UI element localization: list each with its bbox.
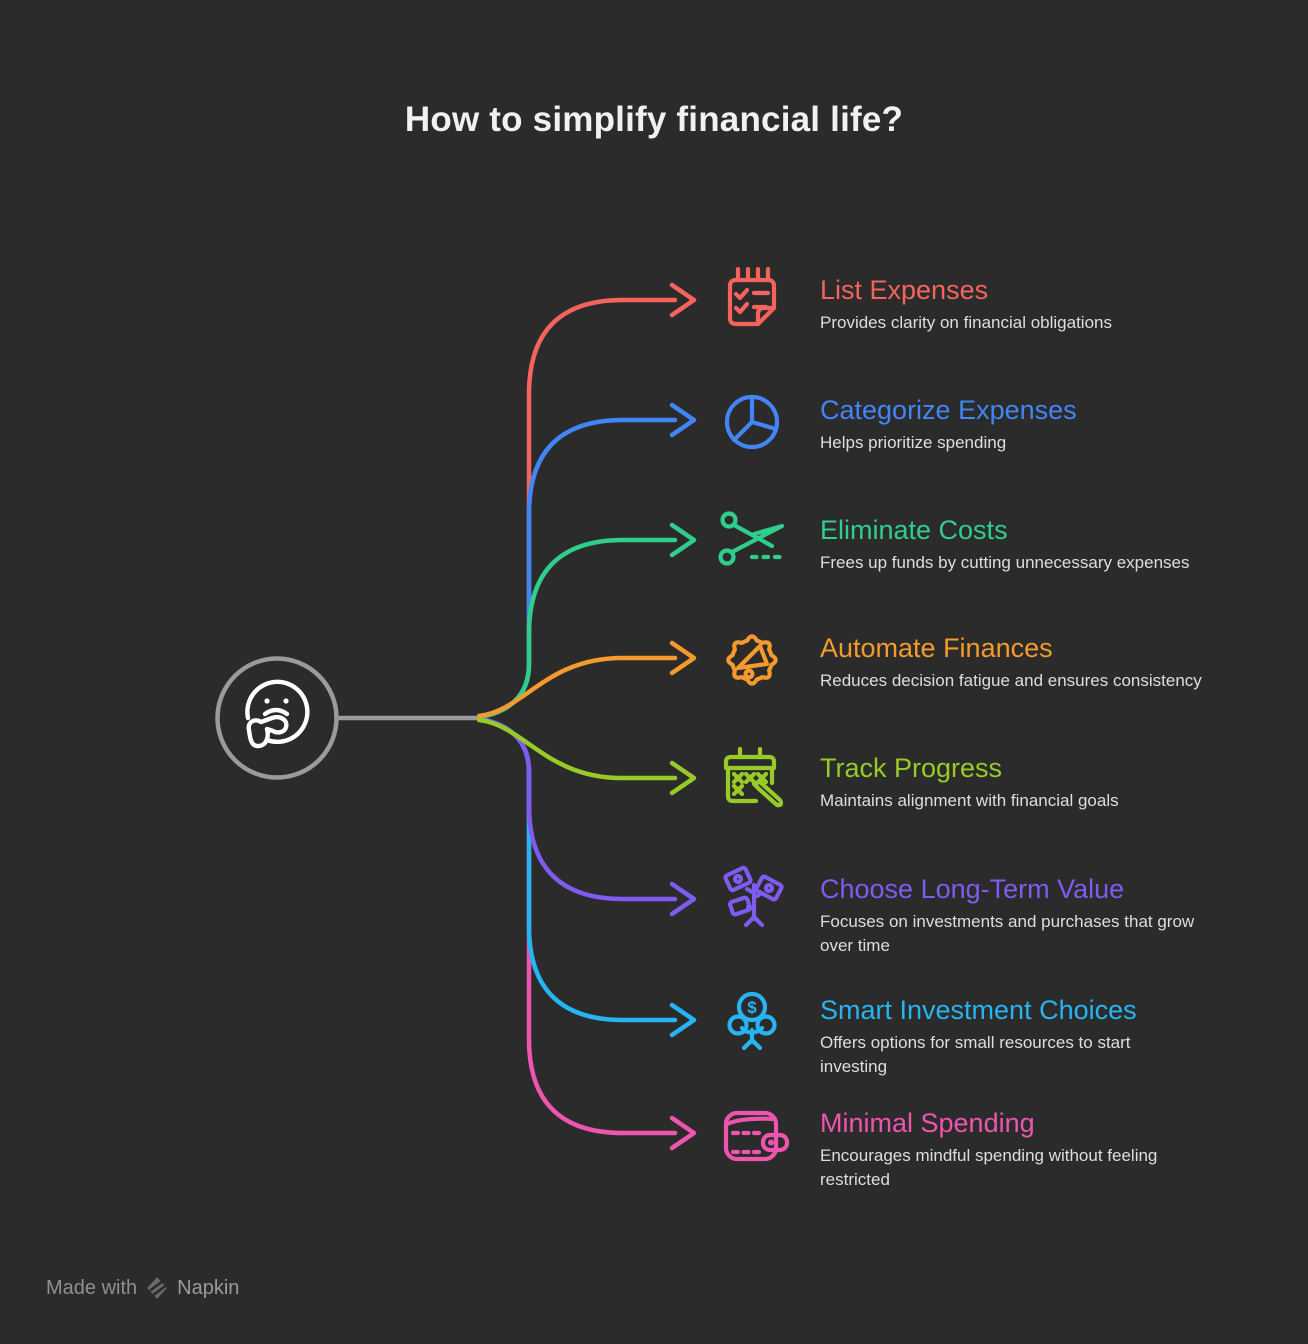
center-ring: [215, 656, 339, 780]
connector-minimal-spending: [476, 716, 697, 1151]
napkin-logo-icon: [147, 1277, 168, 1299]
connector-track-progress: [476, 717, 697, 796]
branch-title: Choose Long-Term Value: [820, 874, 1125, 904]
branch-smart-investment: $ Smart Investment Choices Offers option…: [712, 978, 1202, 1079]
branch-description: Reduces decision fatigue and ensures con…: [820, 671, 1202, 690]
branch-title: Track Progress: [820, 753, 1003, 783]
connector-categorize-expenses: [476, 402, 697, 720]
dollar-tree-icon: $: [712, 978, 792, 1058]
connector-long-term-value: [476, 716, 697, 917]
branch-track-progress: Track Progress Maintains alignment with …: [712, 736, 1202, 816]
branch-list-expenses: List Expenses Provides clarity on financ…: [712, 258, 1202, 338]
branch-description: Frees up funds by cutting unnecessary ex…: [820, 553, 1190, 572]
connector-eliminate-costs: [476, 522, 697, 720]
svg-text:$: $: [747, 998, 757, 1017]
branch-title: Eliminate Costs: [820, 515, 1008, 545]
center-node: [215, 656, 339, 780]
branch-description: Provides clarity on financial obligation…: [820, 313, 1112, 332]
page-title: How to simplify financial life?: [404, 100, 904, 139]
branch-title: Smart Investment Choices: [820, 995, 1137, 1025]
money-tree-icon: [712, 857, 792, 937]
branch-description: Encourages mindful spending without feel…: [820, 1146, 1158, 1189]
branch-description: Maintains alignment with financial goals: [820, 791, 1119, 810]
branch-title: List Expenses: [820, 275, 989, 305]
footer: Made with Napkin: [46, 1276, 239, 1300]
checklist-notepad-icon: [712, 258, 792, 338]
thinking-face-icon: [245, 679, 310, 749]
made-with-label: Made with: [46, 1276, 138, 1299]
branch-title: Automate Finances: [820, 633, 1053, 663]
connector-smart-investment: [476, 716, 697, 1038]
pie-chart-icon: [712, 378, 792, 458]
branch-description: Offers options for small resources to st…: [820, 1033, 1131, 1076]
branch-minimal-spending: Minimal Spending Encourages mindful spen…: [712, 1091, 1202, 1192]
branch-eliminate-costs: Eliminate Costs Frees up funds by cuttin…: [712, 498, 1202, 578]
branch-automate-finances: Automate Finances Reduces decision fatig…: [712, 616, 1202, 696]
gear-megaphone-icon: [712, 616, 792, 696]
connector-automate-finances: [476, 640, 697, 719]
branch-long-term-value: Choose Long-Term Value Focuses on invest…: [712, 857, 1202, 958]
branch-categorize-expenses: Categorize Expenses Helps prioritize spe…: [712, 378, 1202, 458]
brand-label: Napkin: [177, 1276, 240, 1299]
branch-title: Categorize Expenses: [820, 395, 1077, 425]
branch-description: Helps prioritize spending: [820, 433, 1007, 452]
scissors-icon: [712, 498, 792, 578]
wallet-icon: [712, 1091, 792, 1171]
branch-title: Minimal Spending: [820, 1108, 1035, 1138]
branch-description: Focuses on investments and purchases tha…: [820, 912, 1195, 955]
calendar-pen-icon: [712, 736, 792, 816]
connector-list-expenses: [476, 282, 697, 720]
